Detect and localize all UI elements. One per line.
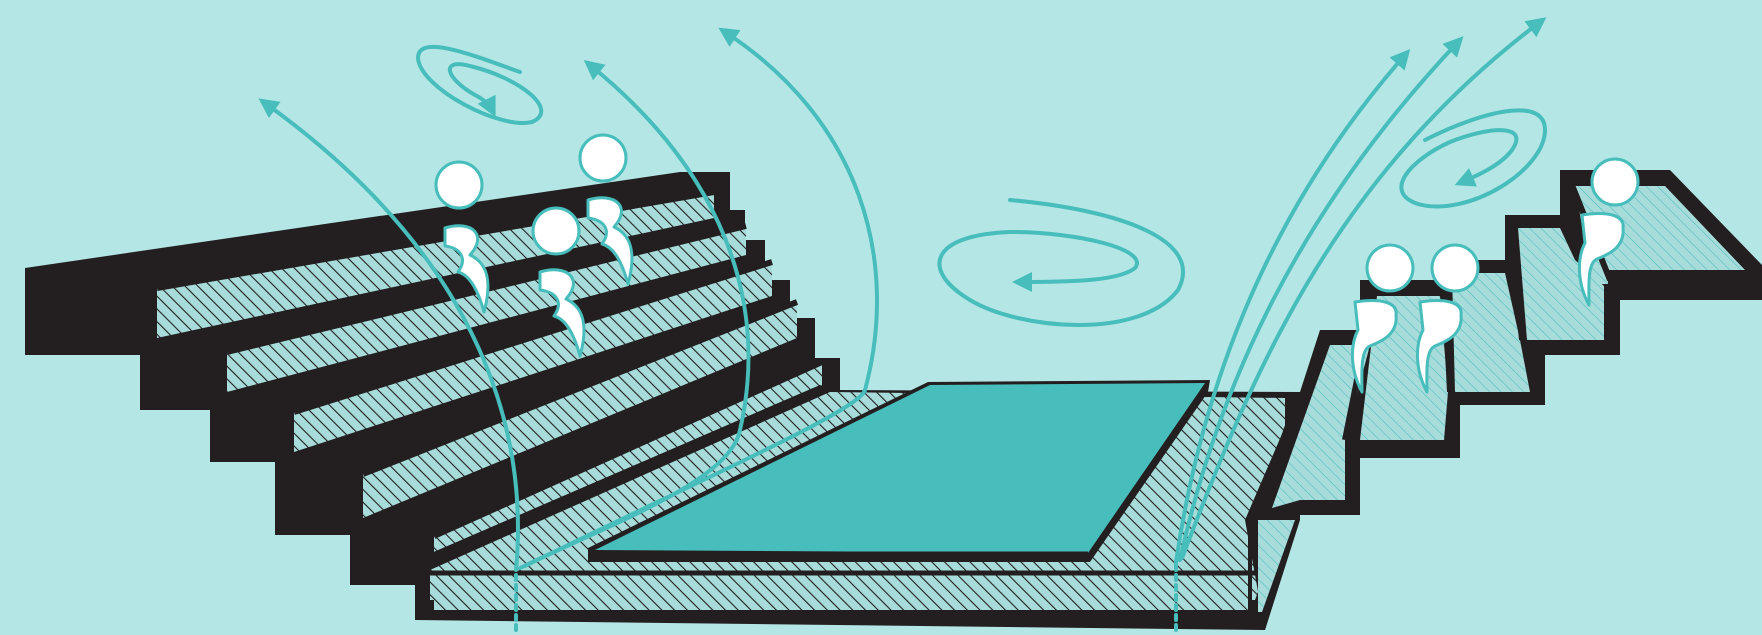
spectator-head: [1592, 159, 1638, 205]
spectator-head: [436, 162, 482, 208]
pit-front-face: [434, 575, 1250, 610]
spectator-head: [1432, 245, 1478, 291]
spectator-head: [580, 135, 626, 181]
spectator-head: [1367, 245, 1413, 291]
spectator-head: [533, 208, 579, 254]
